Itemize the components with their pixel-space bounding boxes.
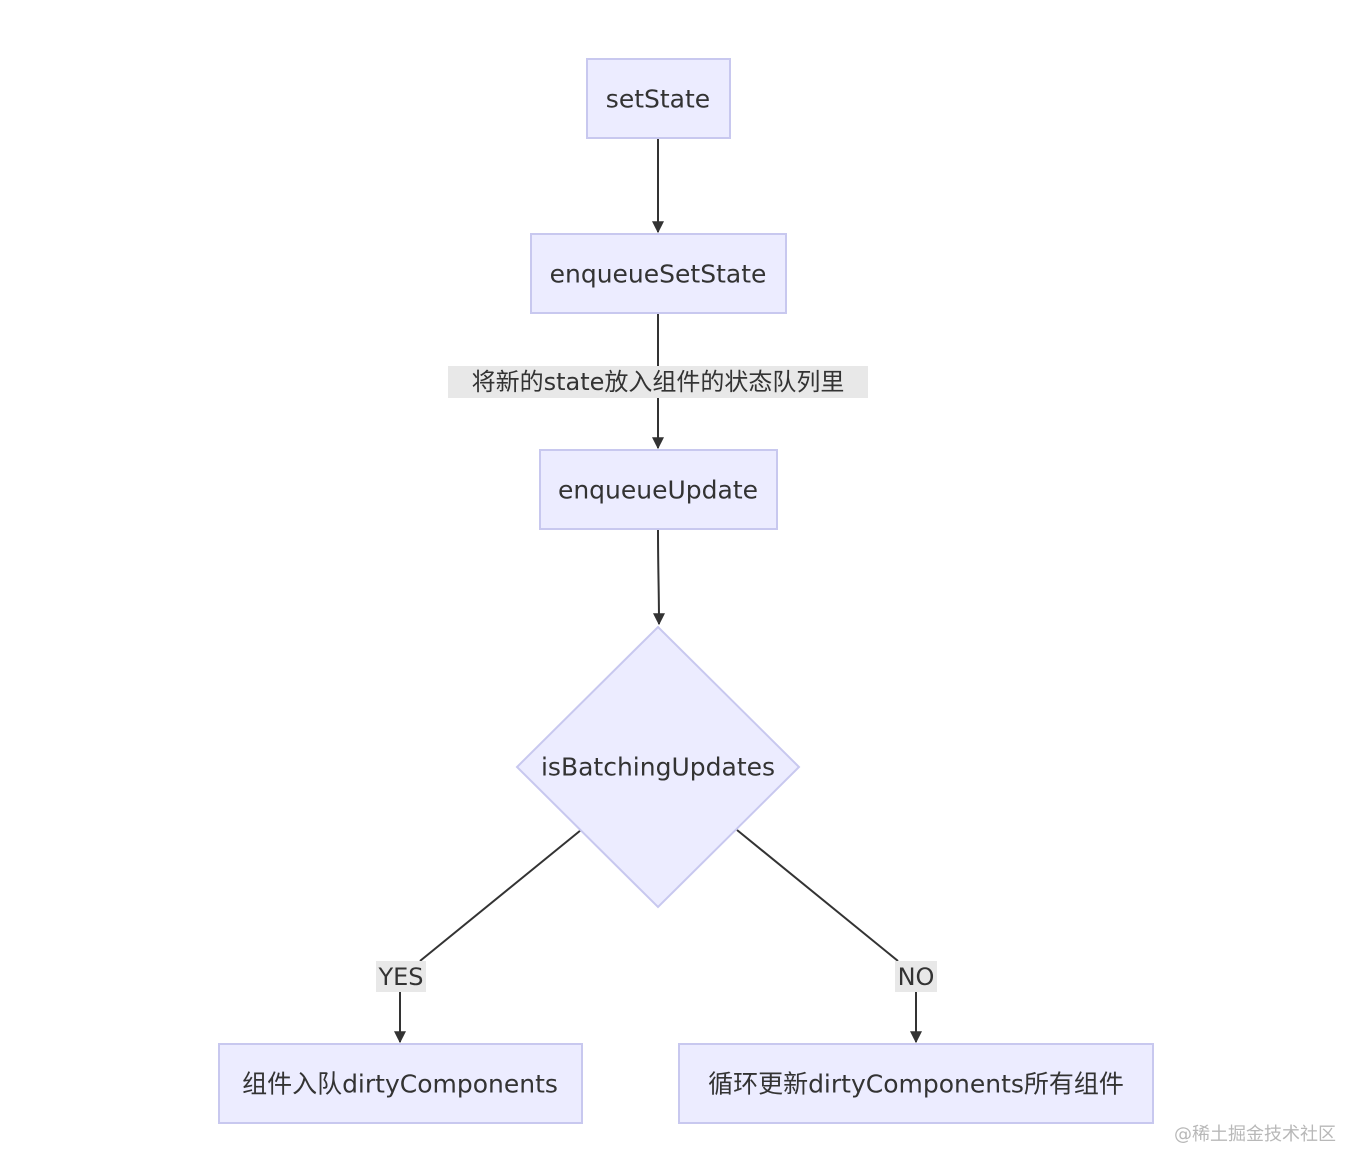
edge-label-push-state: 将新的state放入组件的状态队列里 [448, 366, 868, 398]
decision-isbatchingupdates: isBatchingUpdates [515, 625, 801, 909]
node-enqueuesetstate: enqueueSetState [530, 233, 787, 314]
svg-text:enqueueUpdate: enqueueUpdate [558, 476, 758, 505]
edge-enqueueupdate-to-decision [652, 529, 665, 626]
svg-text:组件入队dirtyComponents: 组件入队dirtyComponents [242, 1070, 558, 1099]
svg-text:enqueueSetState: enqueueSetState [550, 260, 767, 289]
edge-decision-yes-upper [419, 829, 582, 962]
edge-label-yes: YES [376, 961, 426, 992]
svg-text:NO: NO [898, 963, 935, 991]
svg-text:isBatchingUpdates: isBatchingUpdates [541, 753, 775, 782]
node-loop-update-dirty-components: 循环更新dirtyComponents所有组件 [678, 1043, 1154, 1124]
svg-text:循环更新dirtyComponents所有组件: 循环更新dirtyComponents所有组件 [708, 1070, 1124, 1099]
node-enqueue-dirty-components: 组件入队dirtyComponents [218, 1043, 583, 1124]
node-setstate: setState [586, 58, 731, 139]
watermark: @稀土掘金技术社区 [1174, 1124, 1336, 1145]
edge-label-no: NO [895, 961, 937, 992]
edge-decision-no-upper [736, 829, 899, 962]
node-enqueueupdate: enqueueUpdate [539, 449, 778, 530]
svg-text:将新的state放入组件的状态队列里: 将新的state放入组件的状态队列里 [472, 368, 845, 396]
svg-text:setState: setState [606, 85, 710, 114]
svg-text:YES: YES [377, 963, 423, 991]
